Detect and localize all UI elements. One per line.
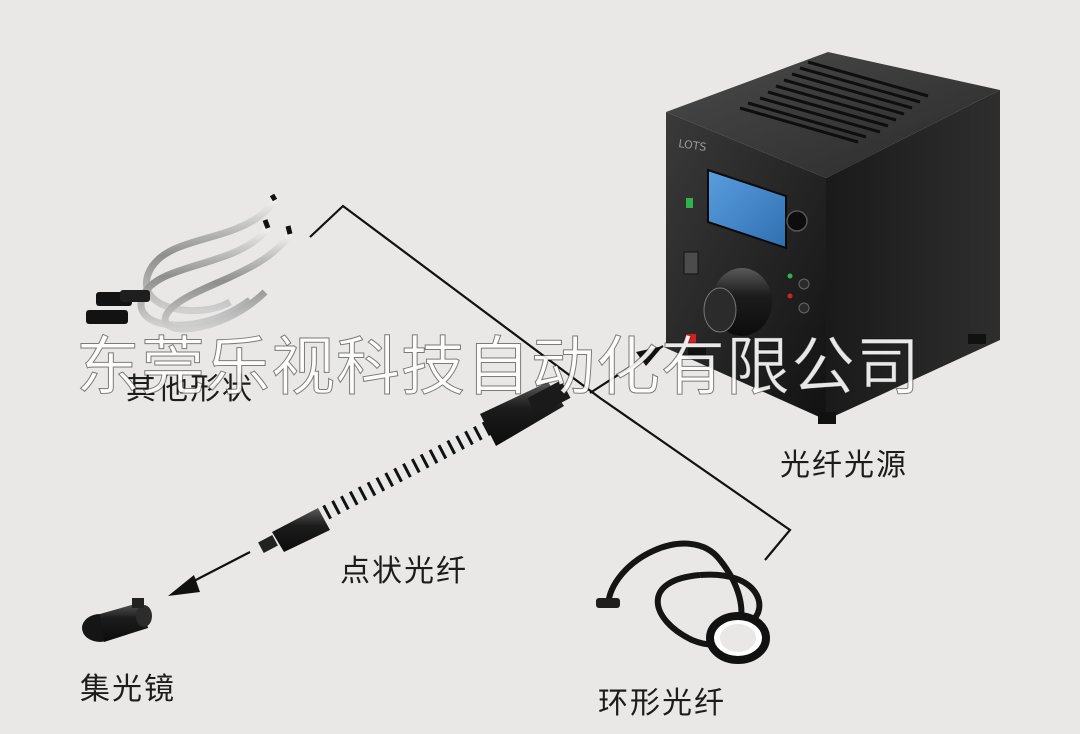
serial-port — [683, 251, 699, 275]
side-button-bottom — [798, 302, 810, 314]
device-front — [666, 112, 826, 420]
display-screen — [707, 168, 787, 250]
device-side — [826, 90, 1000, 420]
label-point-fiber: 点状光纤 — [340, 554, 468, 589]
watermark-text: 东莞乐视科技自动化有限公司 — [76, 331, 921, 406]
label-condenser-lens: 集光镜 — [80, 672, 176, 707]
side-button-top — [798, 278, 810, 290]
indicator-green — [787, 273, 793, 279]
connector-line-point-to-lens — [189, 551, 251, 584]
feet — [688, 334, 986, 424]
power-indicator — [686, 198, 693, 208]
connector-line-source-to-ring — [309, 204, 792, 561]
fiber-light-source-device: LOTS — [666, 52, 1000, 424]
arrow-to-lens — [168, 575, 200, 596]
ring-fiber — [596, 540, 770, 664]
control-knob — [786, 210, 808, 232]
red-light-glow — [686, 334, 696, 344]
vent-slots — [739, 60, 929, 144]
condenser-lens — [82, 598, 152, 642]
label-fiber-light-source: 光纤光源 — [780, 448, 908, 483]
brand-logo: LOTS — [678, 137, 708, 154]
device-top — [666, 52, 1000, 178]
fiber-output-port-face — [703, 287, 737, 333]
label-other-shapes: 其他形状 — [126, 372, 254, 407]
point-fiber — [258, 380, 571, 554]
label-ring-fiber: 环形光纤 — [598, 686, 726, 721]
arrow-to-source — [636, 346, 663, 366]
other-shapes-fibers — [86, 193, 293, 333]
indicator-red — [787, 293, 793, 299]
